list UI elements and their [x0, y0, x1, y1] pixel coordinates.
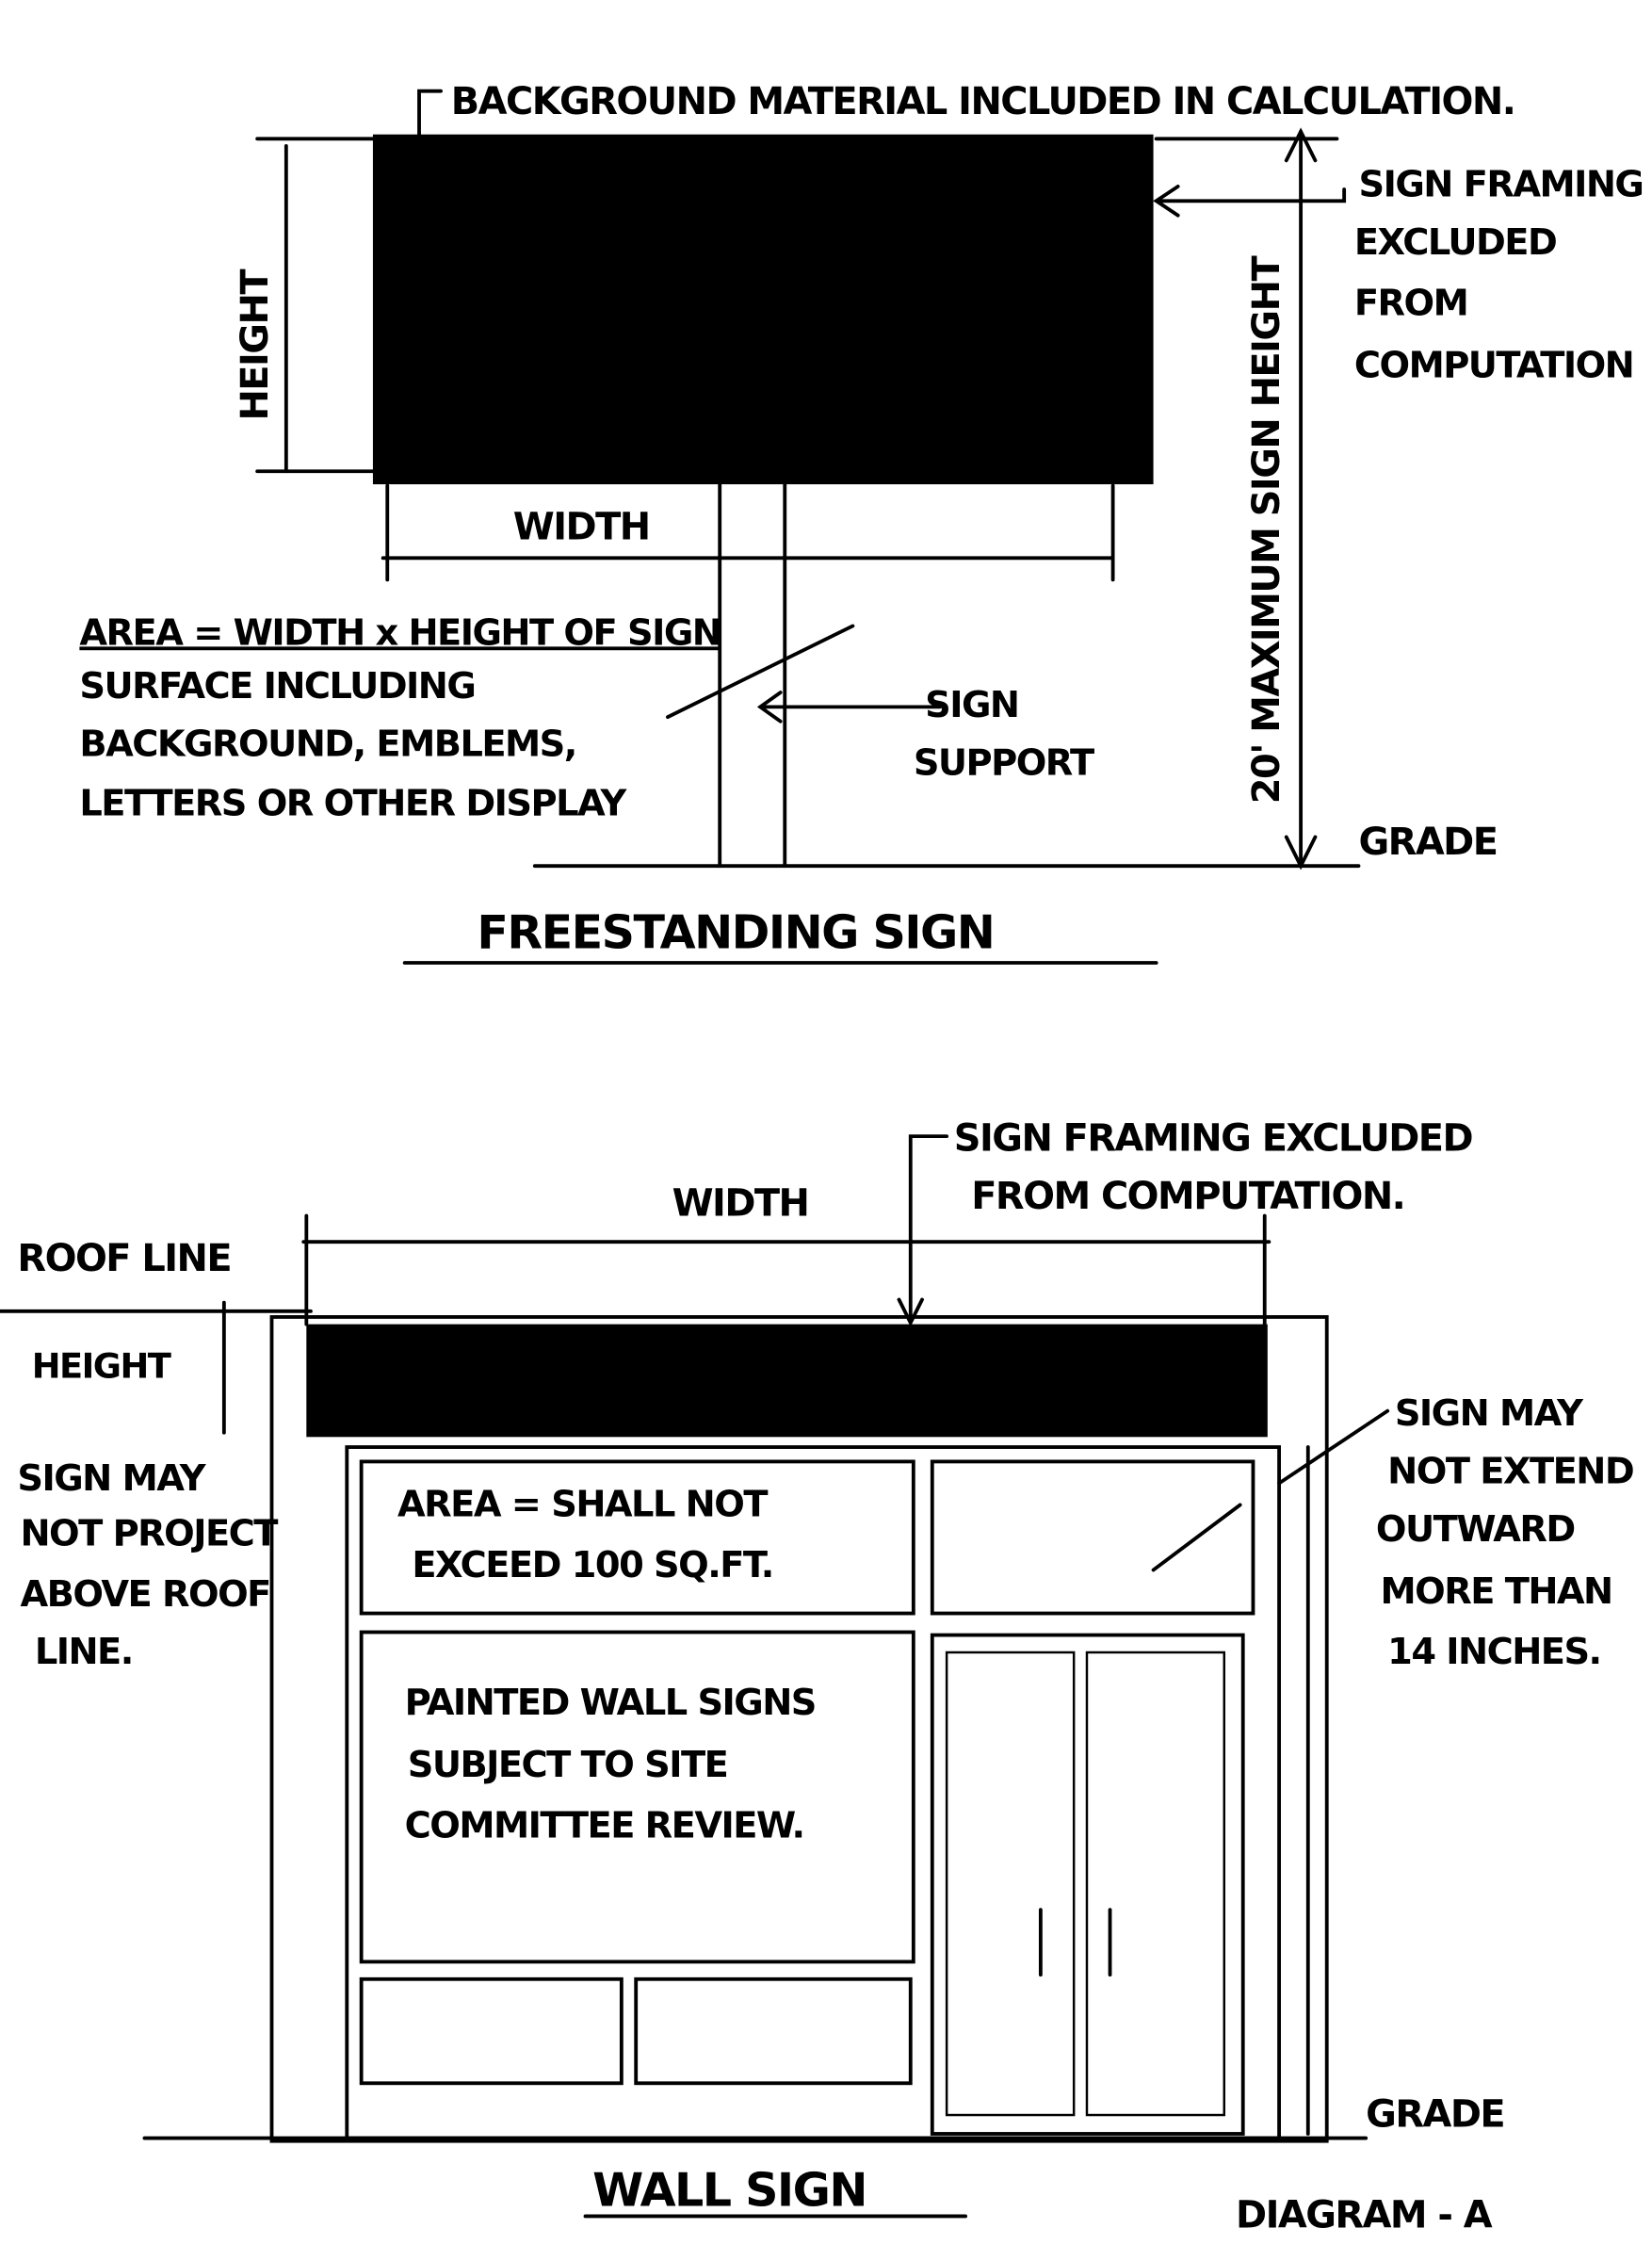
- extend-leader-line: [1277, 1408, 1390, 1486]
- sign-support-label: SIGN SUPPORT: [914, 684, 1096, 784]
- projection-note: SIGN MAY NOT PROJECT ABOVE ROOF LINE.: [17, 1457, 279, 1673]
- wall-framing-note: SIGN FRAMING EXCLUDED FROM COMPUTATION.: [954, 1116, 1474, 1218]
- svg-text:LINE.: LINE.: [35, 1631, 133, 1673]
- svg-text:14 INCHES.: 14 INCHES.: [1387, 1631, 1600, 1673]
- display-window: [359, 1630, 915, 1964]
- extend-limit-note: SIGN MAY NOT EXTEND OUTWARD MORE THAN 14…: [1376, 1392, 1635, 1673]
- freestanding-width-label: WIDTH: [513, 505, 650, 548]
- freestanding-sign-section: BACKGROUND MATERIAL INCLUDED IN CALCULAT…: [79, 80, 1644, 965]
- transom-window-left: [359, 1459, 915, 1616]
- svg-text:SUBJECT TO SITE: SUBJECT TO SITE: [408, 1744, 728, 1786]
- redfords-sign-name: Redfords: [484, 231, 997, 352]
- china-star-sign-text: CHINA STAR: [419, 1343, 1113, 1438]
- svg-text:OUTWARD: OUTWARD: [1376, 1508, 1575, 1551]
- entry-doors: [930, 1633, 1245, 2136]
- wall-grade-label: GRADE: [1366, 2092, 1504, 2136]
- max-sign-height-label: 20' MAXIMUM SIGN HEIGHT: [1245, 256, 1288, 805]
- diagram-label: DIAGRAM - A: [1236, 2194, 1493, 2237]
- svg-text:ABOVE ROOF: ABOVE ROOF: [20, 1573, 269, 1616]
- roof-line-label: ROOF LINE: [17, 1237, 231, 1280]
- svg-text:SUPPORT: SUPPORT: [914, 741, 1094, 784]
- svg-text:BACKGROUND, EMBLEMS,: BACKGROUND, EMBLEMS,: [79, 724, 575, 766]
- wall-framing-arrow: [897, 1134, 949, 1327]
- svg-text:NOT PROJECT: NOT PROJECT: [20, 1512, 278, 1554]
- svg-text:SIGN MAY: SIGN MAY: [17, 1457, 206, 1500]
- framing-leader-arrow: [1153, 185, 1347, 218]
- china-star-sign: [316, 1333, 1259, 1428]
- svg-text:MORE THAN: MORE THAN: [1381, 1570, 1612, 1613]
- sign-background: [377, 138, 1126, 478]
- svg-text:NOT EXTEND: NOT EXTEND: [1387, 1450, 1633, 1492]
- svg-text:PAINTED WALL SIGNS: PAINTED WALL SIGNS: [405, 1682, 816, 1724]
- painted-wall-signs-note: PAINTED WALL SIGNS SUBJECT TO SITE COMMI…: [405, 1682, 818, 1846]
- wall-sign-title: WALL SIGN: [592, 2163, 866, 2218]
- sign-regulations-text: SIGN REGULATIONS: [412, 381, 1106, 459]
- svg-text:EXCLUDED: EXCLUDED: [1354, 221, 1556, 264]
- svg-text:SURFACE INCLUDING: SURFACE INCLUDING: [79, 665, 475, 708]
- wall-sign-section: SIGN FRAMING EXCLUDED FROM COMPUTATION. …: [0, 1116, 1635, 2237]
- svg-text:EXCEED 100 SQ.FT.: EXCEED 100 SQ.FT.: [412, 1544, 772, 1586]
- china-star-sign-frame: [306, 1324, 1268, 1438]
- transom-leader-line: [1151, 1503, 1242, 1572]
- freestanding-grade-label: GRADE: [1358, 821, 1497, 864]
- sign-inner-border: [389, 150, 1114, 465]
- sign-framing-note: SIGN FRAMING EXCLUDED FROM COMPUTATION: [1354, 164, 1644, 387]
- svg-text:FROM COMPUTATION.: FROM COMPUTATION.: [971, 1175, 1404, 1218]
- wall-width-label: WIDTH: [672, 1182, 809, 1226]
- svg-text:COMMITTEE REVIEW.: COMMITTEE REVIEW.: [405, 1804, 804, 1846]
- wall-height-label: HEIGHT: [32, 1345, 171, 1386]
- transom-window-right: [930, 1459, 1255, 1616]
- area-note: AREA = WIDTH x HEIGHT OF SIGN SURFACE IN…: [79, 611, 722, 824]
- background-material-note: BACKGROUND MATERIAL INCLUDED IN CALCULAT…: [451, 80, 1515, 123]
- svg-text:SIGN: SIGN: [925, 684, 1018, 726]
- area-leader-line: [666, 624, 855, 720]
- freestanding-height-label: HEIGHT: [234, 269, 277, 421]
- svg-text:SIGN FRAMING EXCLUDED: SIGN FRAMING EXCLUDED: [954, 1116, 1473, 1160]
- svg-text:LETTERS OR OTHER DISPLAY: LETTERS OR OTHER DISPLAY: [79, 782, 627, 824]
- svg-text:AREA = SHALL NOT: AREA = SHALL NOT: [397, 1484, 768, 1526]
- svg-text:COMPUTATION: COMPUTATION: [1354, 344, 1633, 386]
- sign-frame: [372, 134, 1154, 485]
- support-arrow: [756, 691, 942, 724]
- door-handles: [1038, 1908, 1112, 1977]
- svg-text:SIGN MAY: SIGN MAY: [1395, 1392, 1584, 1435]
- freestanding-sign-title: FREESTANDING SIGN: [477, 905, 994, 960]
- svg-text:SIGN FRAMING: SIGN FRAMING: [1358, 164, 1643, 206]
- area-limit-note: AREA = SHALL NOT EXCEED 100 SQ.FT.: [397, 1484, 774, 1586]
- svg-text:FROM: FROM: [1354, 283, 1467, 325]
- svg-text:AREA = WIDTH x HEIGHT OF SIGN: AREA = WIDTH x HEIGHT OF SIGN: [79, 611, 721, 654]
- storefront-building: [269, 1315, 1329, 2143]
